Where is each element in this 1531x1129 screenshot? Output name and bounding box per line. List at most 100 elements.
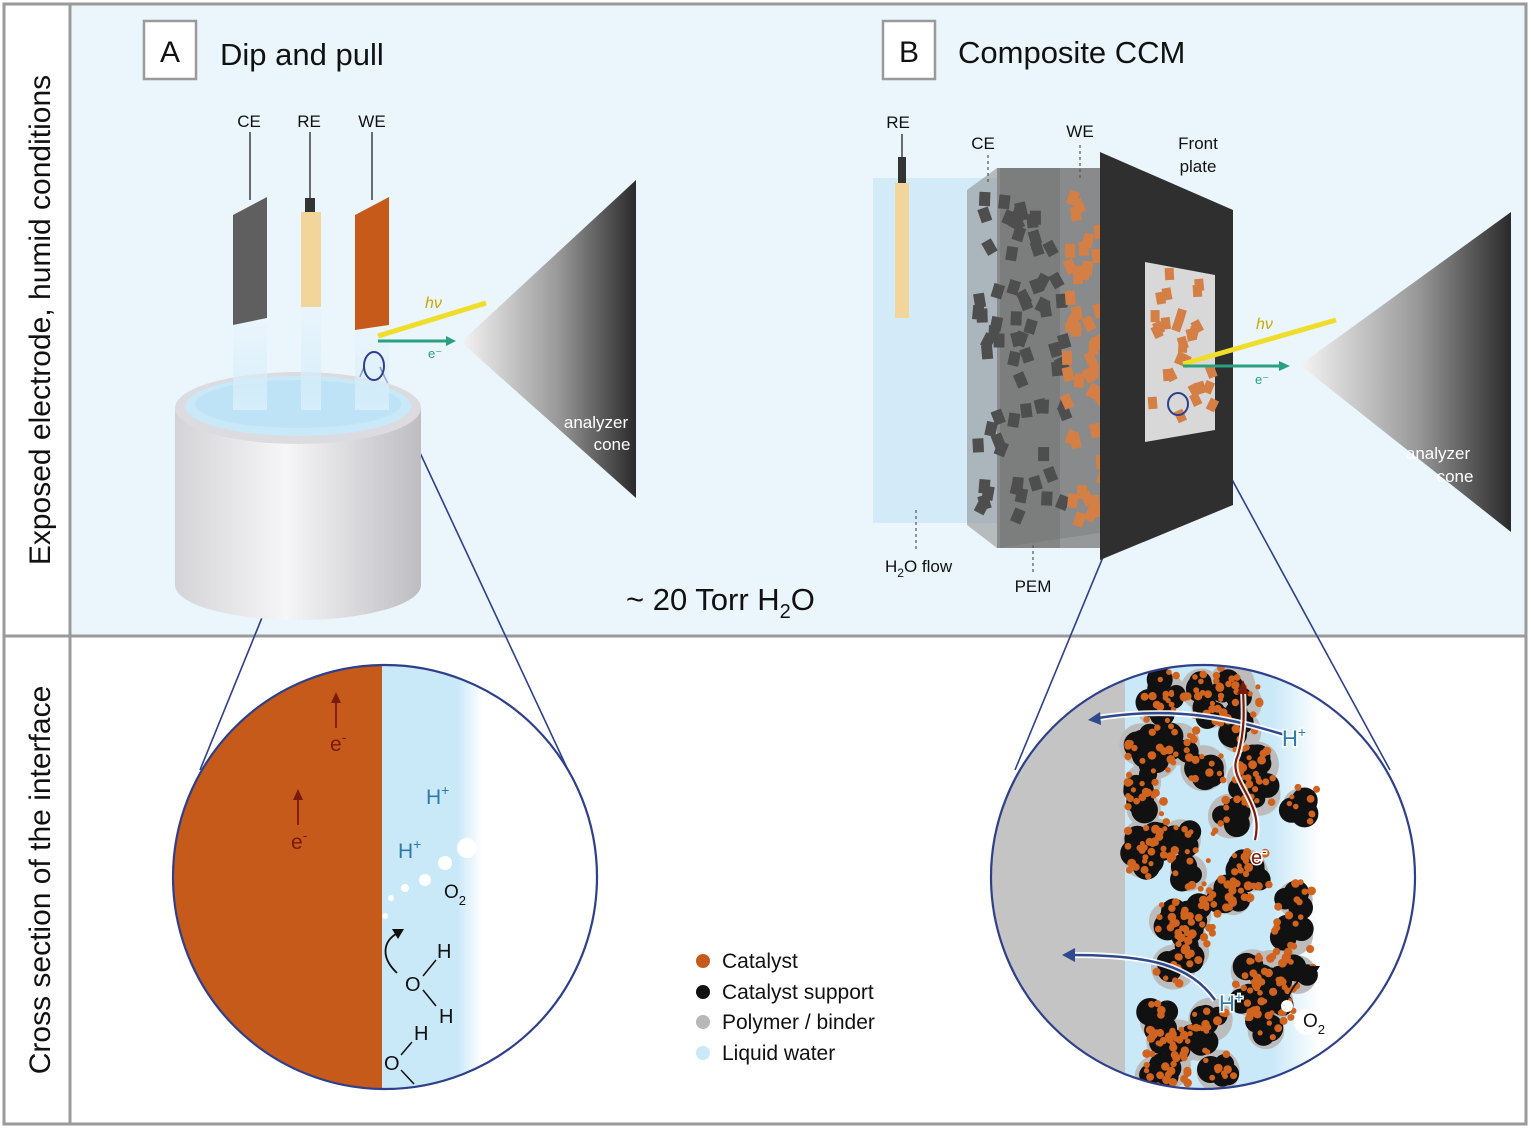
catalyst-particle [1168,723,1174,730]
proton-path-1 [1097,711,1286,737]
window-particle [1194,278,1205,292]
we-particle [1069,206,1082,222]
catalyst-particle [1146,1026,1156,1035]
oxygen-arrow [1286,969,1314,1001]
catalyst-particle [1192,674,1198,680]
catalyst-particle [1162,818,1171,826]
catalyst-particle [1231,868,1239,876]
ce-particle [1011,225,1027,243]
catalyst-particle [1186,732,1193,739]
catalyst-particle [1143,716,1150,723]
we-particle [1081,315,1097,333]
zoom-b-source-circle [1167,392,1189,416]
catalyst-particle [1267,798,1276,806]
catalyst-particle [1163,975,1169,981]
catalyst-particle [1223,1065,1230,1072]
water-bond [422,989,437,1007]
catalyst-particle [1254,954,1264,963]
catalyst-particle [1166,669,1172,675]
ce-particle [1019,346,1035,364]
catalyst-particle [1246,755,1252,761]
electron-arrow-b [1279,361,1290,371]
analyzer-label-a-2: cone [594,435,631,454]
legend-label-catalyst: Catalyst [722,950,798,973]
ce-particle [990,408,1006,426]
window-particle [1164,267,1175,281]
catalyst-particle [1172,1053,1181,1063]
catalyst-particle [1209,1074,1216,1081]
window-particle [1155,291,1167,305]
catalyst-particle [1269,1034,1276,1041]
catalyst-particle [1237,887,1244,894]
oxygen-text: O2 [444,882,466,908]
catalyst-particle [1244,774,1252,782]
proton-text-b-2: H+ [1219,989,1243,1016]
catalyst-particle [1289,794,1295,800]
catalyst-particle [1209,891,1217,899]
catalyst-particle [1175,953,1183,961]
catalyst-particle [1241,774,1247,780]
we-particle [1061,350,1073,365]
catalyst-particle [1164,745,1174,755]
catalyst-particle [1240,984,1248,992]
catalyst-particle [1245,1013,1254,1022]
we-particle [1085,382,1101,400]
catalyst-particle [1151,824,1161,834]
we-label: WE [358,112,385,131]
ce-particle [993,440,1010,458]
catalyst-particle [1191,755,1200,765]
catalyst-particle [1173,751,1179,757]
catalyst-particle [1194,956,1203,965]
catalyst-particle [1148,1001,1155,1008]
catalyst-particle [1124,739,1133,749]
re-electrode [301,212,321,307]
catalyst-particle [1125,793,1131,799]
catalyst-particle [1139,780,1145,787]
legend-label-binder: Polymer / binder [722,1011,875,1034]
catalyst-particle [1165,767,1171,773]
photon-label-a: hν [425,295,442,312]
catalyst-particle [1150,792,1157,799]
catalyst-particle [1279,1016,1288,1025]
catalyst-particle [1148,728,1157,736]
catalyst-support [1278,797,1305,823]
catalyst-particle [1197,885,1204,892]
h2o-flow-label: H2O flow [885,557,953,580]
photon-beam-a [377,300,487,339]
catalyst-particle [1203,940,1211,948]
catalyst-particle [1152,967,1161,976]
bubble [419,874,431,886]
catalyst-particle [1123,778,1133,787]
catalyst-particle [1161,1062,1170,1071]
catalyst-particle [1181,906,1189,915]
catalyst-particle [1157,1011,1165,1019]
ce-particle [1010,311,1022,326]
catalyst-particle [1189,735,1198,744]
catalyst-particle [1186,857,1194,865]
we-particle [1073,373,1085,388]
catalyst-particle [1225,680,1232,688]
ce-particle [1007,350,1021,367]
catalyst-particle [1214,1067,1221,1074]
catalyst-particle [1191,726,1201,735]
ce-particle [1038,447,1050,462]
catalyst-particle [1147,847,1156,856]
ce-particle [1048,341,1063,358]
catalyst-particle [1199,921,1206,928]
catalyst-particle [1178,1026,1185,1033]
we-b-label: WE [1066,122,1093,141]
catalyst-particle [1218,697,1224,702]
catalyst-particle [1294,783,1302,791]
catalyst-particle [1169,1027,1176,1035]
ce-particle [1029,240,1045,257]
catalyst-particle [1213,704,1222,713]
catalyst-particle [1199,933,1209,942]
legend-swatch-water [696,1046,710,1060]
catalyst-particle [1313,785,1321,793]
catalyst-particle [1238,763,1248,772]
proton-path-2 [1071,953,1217,1001]
catalyst-particle [1227,905,1233,911]
catalyst-particle [1186,912,1194,920]
catalyst-particle [1130,787,1136,793]
